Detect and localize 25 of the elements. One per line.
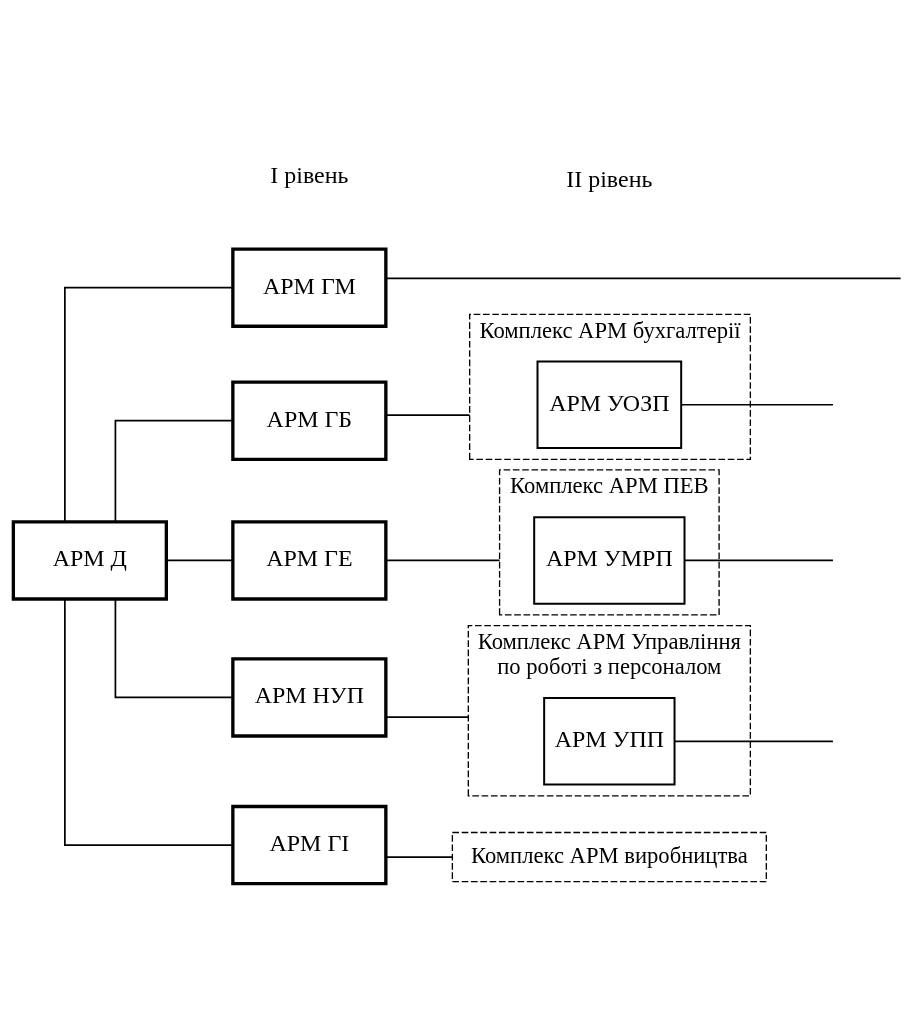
node-box: АРМ ГЕ xyxy=(231,519,388,601)
node-box: Комплекс АРМ виробництва xyxy=(451,831,767,882)
node-box: АРМ Д xyxy=(11,519,168,601)
connector xyxy=(385,715,470,718)
node-box: АРМ ГМ xyxy=(231,246,388,328)
connector xyxy=(385,413,471,416)
node-box: АРМ ГІ xyxy=(231,804,388,885)
node-box: АРМ УПП xyxy=(543,696,676,786)
connector xyxy=(64,286,234,522)
connector xyxy=(673,739,834,742)
connector xyxy=(114,419,234,522)
connector xyxy=(385,277,902,279)
node-box: АРМ УМРП xyxy=(533,515,686,605)
connector xyxy=(165,559,234,561)
label: ІІ рівень xyxy=(566,165,653,192)
connector xyxy=(114,597,234,698)
connector xyxy=(683,559,834,561)
node-box: АРМ ГБ xyxy=(231,379,388,461)
connector xyxy=(385,855,453,858)
node-box: АРМ НУП xyxy=(231,656,388,738)
node-box: АРМ УОЗП xyxy=(536,360,683,449)
label: І рівень xyxy=(270,161,349,188)
connector xyxy=(680,403,834,406)
connector xyxy=(64,598,234,846)
connector xyxy=(385,559,501,561)
